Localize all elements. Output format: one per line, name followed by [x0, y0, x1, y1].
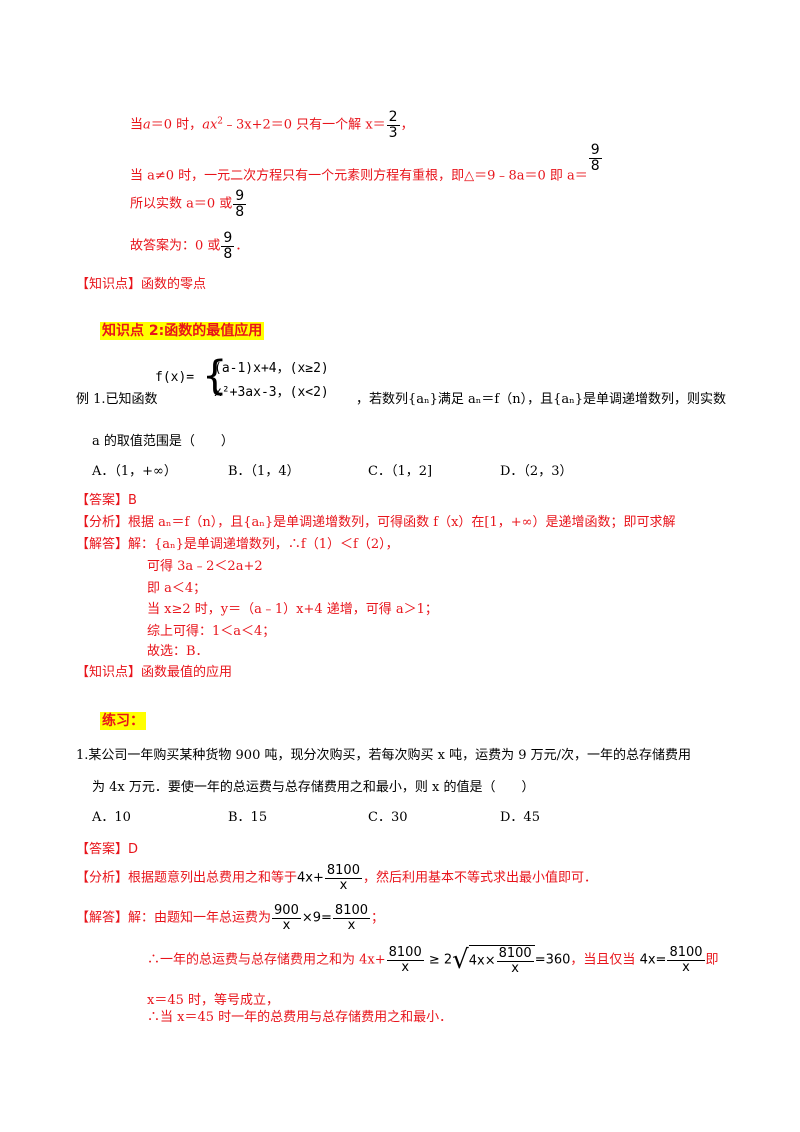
- piecewise-function: { (a-1)x+4，(x≥2) x²+3ax-3，(x<2): [202, 353, 329, 400]
- analysis-line: 【分析】根据 aₙ＝f（n），且{aₙ}是单调递增数列，可得函数 f（x）在[1…: [76, 515, 676, 530]
- practice-answer: 【答案】D: [76, 842, 139, 857]
- question-1-line-2: 为 4x 万元．要使一年的总运费与总存储费用之和最小，则 x 的值是（ ）: [92, 780, 535, 795]
- practice-option-c: C．30: [368, 810, 408, 825]
- solution-step-2: 可得 3a﹣2＜2a+2: [147, 559, 263, 574]
- question-1-line-1: 1.某公司一年购买某种货物 900 吨，现分次购买，若每次购买 x 吨，运费为 …: [76, 748, 691, 763]
- solution-line-2: 当 a≠0 时，一元二次方程只有一个元素则方程有重根，即△＝9﹣8a＝0 即 a…: [130, 142, 602, 184]
- practice-option-a: A．10: [92, 810, 131, 825]
- knowledge-point-1: 【知识点】函数的零点: [76, 277, 207, 292]
- example-prefix: 例 1.已知函数: [76, 392, 158, 407]
- practice-option-d: D．45: [500, 810, 540, 825]
- option-a: A．（1，+∞）: [92, 464, 177, 479]
- option-d: D．（2，3）: [500, 464, 573, 479]
- solution-step-4: 当 x≥2 时，y＝（a﹣1）x+4 递增，可得 a＞1；: [147, 602, 438, 617]
- example-text: ，若数列{aₙ}满足 aₙ＝f（n），且{aₙ}是单调递增数列，则实数: [356, 392, 727, 407]
- solution-step-5: 综上可得：1＜a＜4；: [147, 624, 276, 639]
- option-b: B．（1，4）: [228, 464, 300, 479]
- practice-solution-step-3: x＝45 时，等号成立，: [147, 993, 280, 1008]
- practice-title: 练习：: [100, 712, 146, 730]
- solution-step-6: 故选：B．: [147, 644, 209, 659]
- solution-step-3: 即 a＜4；: [147, 581, 207, 596]
- practice-solution-step-4: ∴当 x＝45 时一年的总费用与总存储费用之和最小．: [147, 1010, 453, 1025]
- section-title: 知识点 2:函数的最值应用: [100, 322, 265, 340]
- radical-icon: √: [452, 945, 469, 976]
- solution-line: 【解答】解：{aₙ}是单调递增数列，∴f（1）＜f（2），: [76, 537, 399, 552]
- practice-option-b: B．15: [228, 810, 268, 825]
- example-line-2: a 的取值范围是（ ）: [92, 434, 234, 449]
- option-c: C．（1，2]: [368, 464, 433, 479]
- answer-line: 【答案】B: [76, 493, 137, 508]
- brace-icon: {: [202, 353, 228, 399]
- function-label: f(x)=: [155, 370, 195, 385]
- knowledge-point-2: 【知识点】函数最值的应用: [76, 665, 233, 680]
